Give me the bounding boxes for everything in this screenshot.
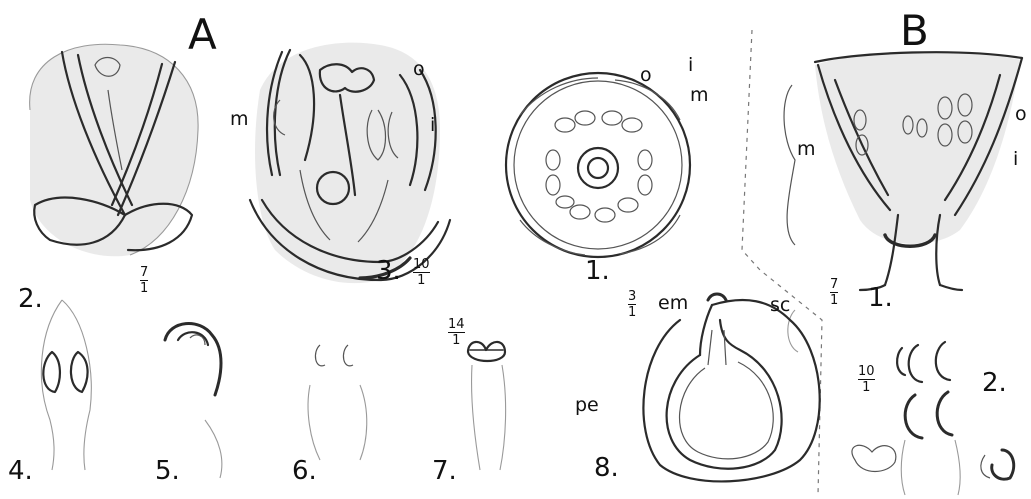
figure-a4-drawing [41, 300, 91, 470]
figure-number-a7: 7. [432, 458, 457, 484]
figure-b1-drawing [784, 51, 1022, 352]
figure-number-a5: 5. [155, 458, 180, 484]
figure-a1-drawing [506, 73, 690, 257]
figure-number-a1: 1. [585, 258, 610, 284]
label-o-a1: o [640, 66, 652, 85]
figure-a2-drawing [30, 44, 198, 256]
label-o-b1: o [1015, 105, 1027, 124]
label-i-a1: i [688, 56, 693, 75]
figure-a5-drawing [165, 324, 222, 478]
figure-number-a8: 8. [594, 455, 619, 481]
label-m-b1: m [797, 140, 816, 159]
figure-a6-drawing [308, 345, 367, 460]
label-i-a3: i [430, 116, 435, 135]
label-em: em [658, 294, 688, 313]
figure-number-b2: 2. [982, 370, 1007, 396]
figure-b2-drawing [852, 342, 1014, 495]
label-sc: sc [770, 296, 790, 315]
figure-number-a6: 6. [292, 458, 317, 484]
figure-number-b1: 1. [868, 285, 893, 311]
label-pe: pe [575, 396, 599, 415]
label-i-b1: i [1013, 150, 1018, 169]
figure-number-a3: 3. [376, 258, 401, 284]
figure-a7-drawing [468, 342, 506, 470]
figure-number-a2: 2. [18, 286, 43, 312]
label-m-a3: m [230, 110, 249, 129]
figure-number-a4: 4. [8, 458, 33, 484]
label-o-a3: o [413, 60, 425, 79]
panel-label-b: B [900, 10, 929, 52]
label-m-a1: m [690, 86, 709, 105]
figure-a8-drawing [643, 294, 819, 481]
panel-label-a: A [188, 14, 217, 56]
